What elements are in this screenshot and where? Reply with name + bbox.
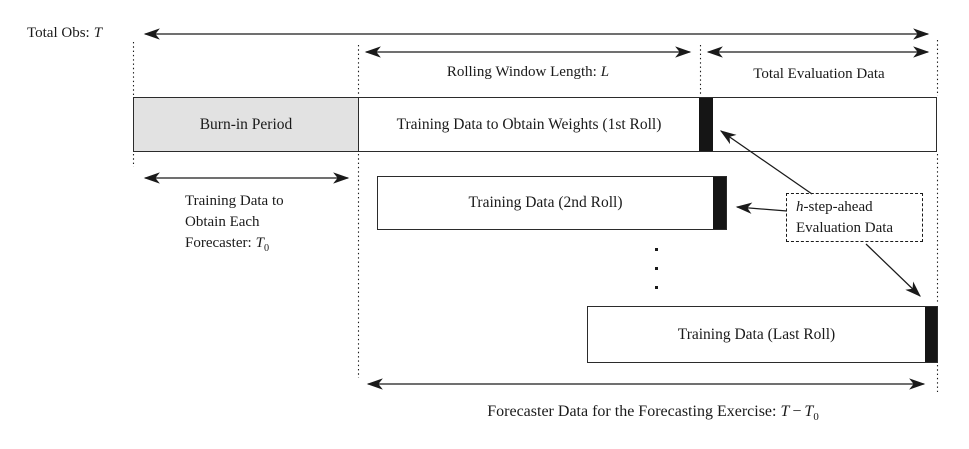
callout-line1: h-step-ahead	[796, 197, 914, 218]
footer-text: Forecaster Data for the Forecasting Exer…	[487, 403, 777, 420]
footer-variable-T: T	[780, 403, 790, 420]
forecaster-data-footer-label: Forecaster Data for the Forecasting Exer…	[348, 403, 958, 423]
total-obs-label: Total Obs:T	[27, 25, 102, 42]
first-roll-evaluation-segment	[699, 98, 713, 151]
rolling-window-variable: L	[600, 64, 610, 80]
burn-in-period-label: Burn-in Period	[199, 115, 293, 133]
footer-variable-T2: T	[804, 403, 814, 420]
rolling-window-text: Rolling Window Length:	[446, 64, 597, 80]
row3-bar: Training Data (Last Roll)	[587, 306, 938, 363]
row2-bar: Training Data (2nd Roll)	[377, 176, 727, 230]
first-roll-training-cell: Training Data to Obtain Weights (1st Rol…	[359, 98, 699, 151]
note-line3-variable: T	[255, 235, 264, 251]
first-roll-training-label: Training Data to Obtain Weights (1st Rol…	[396, 115, 662, 133]
ellipsis-dot	[655, 267, 658, 270]
rolling-window-length-label: Rolling Window Length:L	[358, 64, 698, 81]
second-roll-training-label: Training Data (2nd Roll)	[468, 194, 623, 211]
remaining-evaluation-cell	[713, 98, 936, 151]
training-each-forecaster-note: Training Data to Obtain Each Forecaster:…	[185, 191, 284, 259]
total-obs-text: Total Obs:	[27, 25, 90, 41]
ellipsis-dot	[655, 286, 658, 289]
second-roll-evaluation-segment	[713, 177, 726, 229]
total-evaluation-text: Total Evaluation Data	[753, 66, 885, 82]
vertical-ellipsis	[655, 248, 658, 292]
burn-in-period-cell: Burn-in Period	[134, 98, 359, 151]
last-roll-evaluation-segment	[925, 307, 937, 362]
callout-arrow-to-last-roll	[865, 243, 921, 297]
callout-line2: Evaluation Data	[796, 220, 894, 236]
last-roll-training-label: Training Data (Last Roll)	[677, 325, 836, 343]
note-line3: Forecaster:T0	[185, 233, 284, 259]
second-roll-training-cell: Training Data (2nd Roll)	[378, 177, 713, 229]
footer-minus-sign: −	[792, 403, 802, 420]
callout-h-variable: h	[796, 199, 804, 215]
callout-line1-text: -step-ahead	[803, 199, 873, 215]
note-line1: Training Data to	[185, 193, 284, 209]
note-line2: Obtain Each	[185, 214, 260, 230]
total-evaluation-data-label: Total Evaluation Data	[701, 66, 937, 83]
footer-subscript: 0	[813, 411, 819, 424]
last-roll-training-cell: Training Data (Last Roll)	[588, 307, 925, 362]
callout-arrow-to-second-roll	[735, 202, 788, 214]
note-line3-subscript: 0	[263, 243, 270, 254]
total-obs-variable: T	[93, 25, 103, 41]
note-line3-text: Forecaster:	[185, 235, 252, 251]
h-step-ahead-callout: h-step-ahead Evaluation Data	[786, 193, 923, 242]
row1-bar: Burn-in Period Training Data to Obtain W…	[133, 97, 937, 152]
ellipsis-dot	[655, 248, 658, 251]
